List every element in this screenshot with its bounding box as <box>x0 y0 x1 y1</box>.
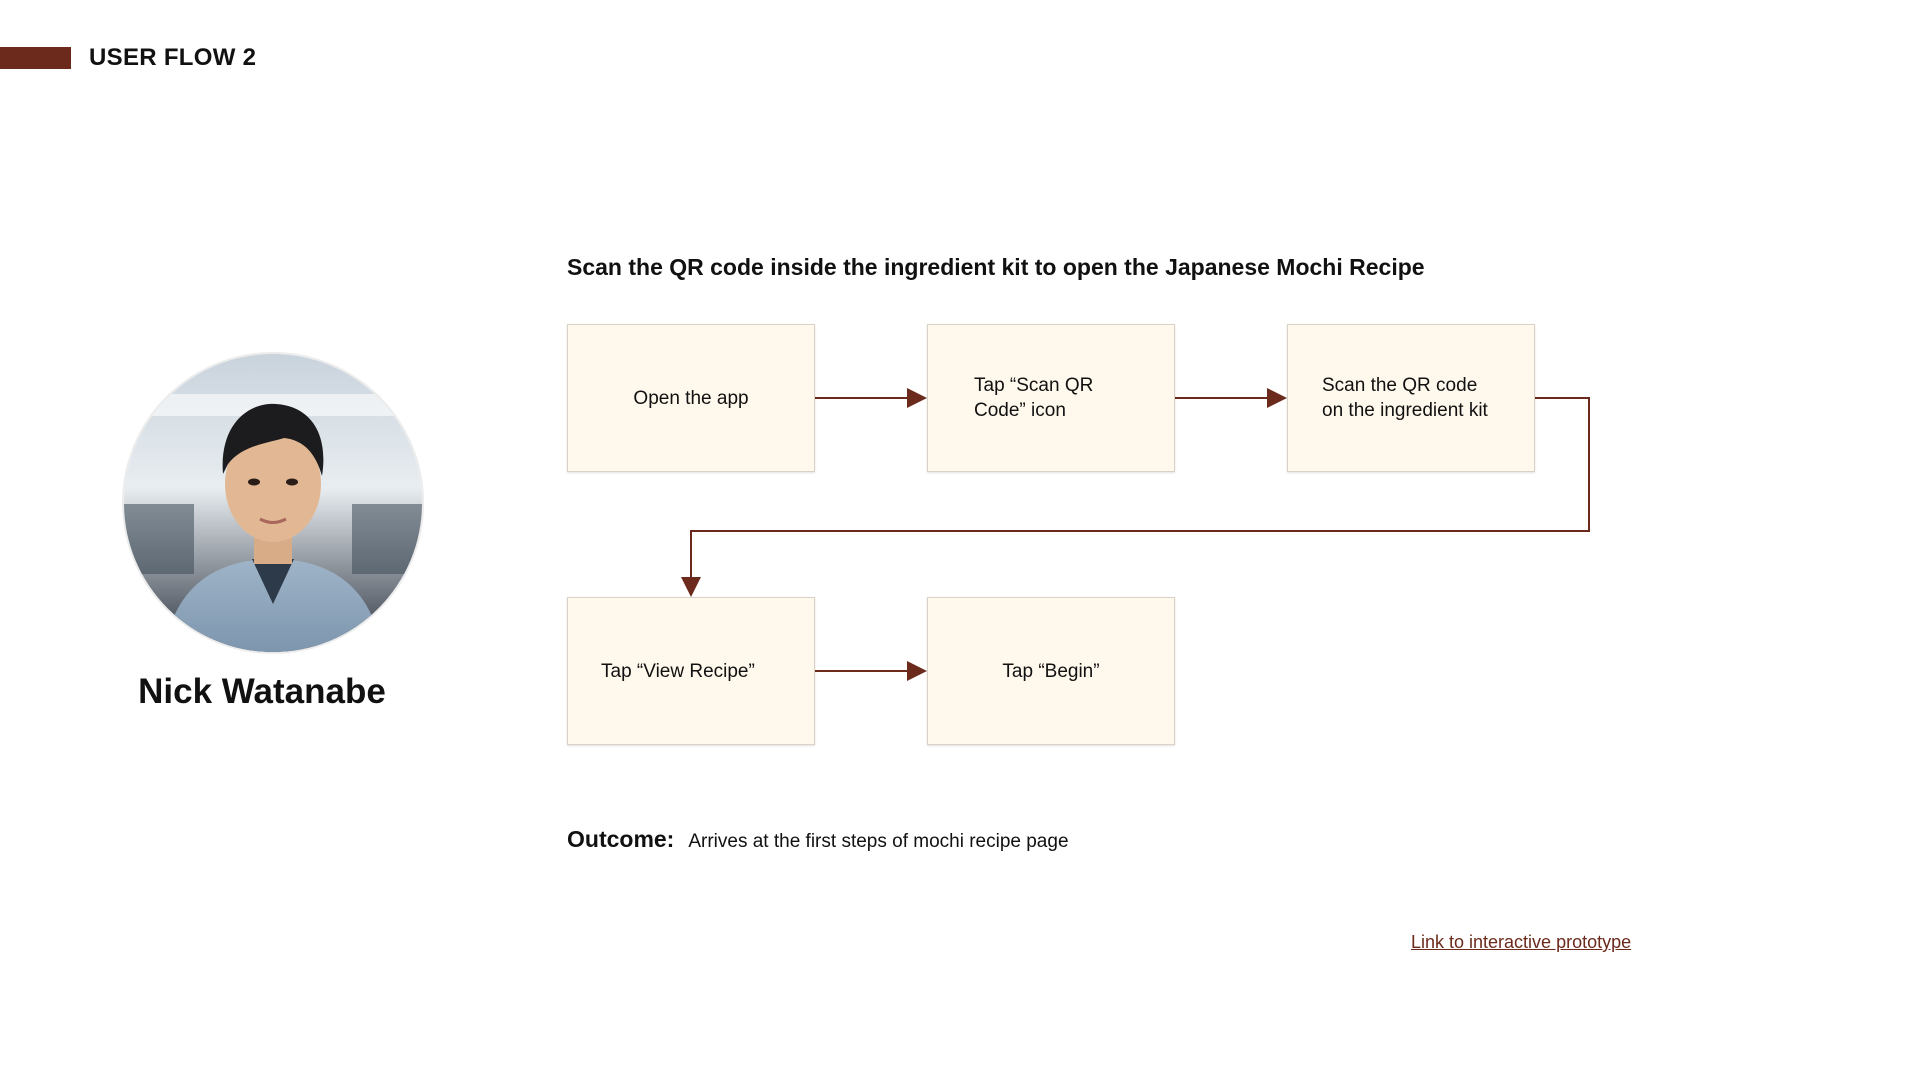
arrowhead-icon <box>907 661 927 681</box>
flow-step-begin: Tap “Begin” <box>927 597 1175 745</box>
connector-3-4 <box>690 397 1590 583</box>
outcome: Outcome: Arrives at the first steps of m… <box>567 826 1069 853</box>
flow-step-scan-qr-code: Scan the QR code on the ingredient kit <box>1287 324 1535 472</box>
person-portrait-icon <box>124 354 422 652</box>
section-accent-bar <box>0 47 71 69</box>
prototype-link[interactable]: Link to interactive prototype <box>1411 932 1632 952</box>
flow-step-label: Tap “Begin” <box>1002 660 1100 682</box>
outcome-text: Arrives at the first steps of mochi reci… <box>688 831 1069 852</box>
section-label: USER FLOW 2 <box>89 44 257 71</box>
arrowhead-icon <box>1267 388 1287 408</box>
persona-name: Nick Watanabe <box>138 672 386 711</box>
flow-step-view-recipe: Tap “View Recipe” <box>567 597 815 745</box>
flow-step-label: Tap “View Recipe” <box>601 660 755 682</box>
arrowhead-icon <box>907 388 927 408</box>
outcome-label: Outcome: <box>567 826 675 852</box>
flow-heading: Scan the QR code inside the ingredient k… <box>567 254 1425 280</box>
flow-step-label: Open the app <box>633 387 749 409</box>
flow-step-tap-scan-qr: Tap “Scan QR Code” icon <box>927 324 1175 472</box>
persona-avatar <box>122 352 424 654</box>
flow-step-open-app: Open the app <box>567 324 815 472</box>
flow-step-label: Scan the QR code on the ingredient kit <box>1322 375 1488 421</box>
arrowhead-icon <box>681 577 701 597</box>
flow-step-label: Tap “Scan QR Code” icon <box>974 375 1094 421</box>
